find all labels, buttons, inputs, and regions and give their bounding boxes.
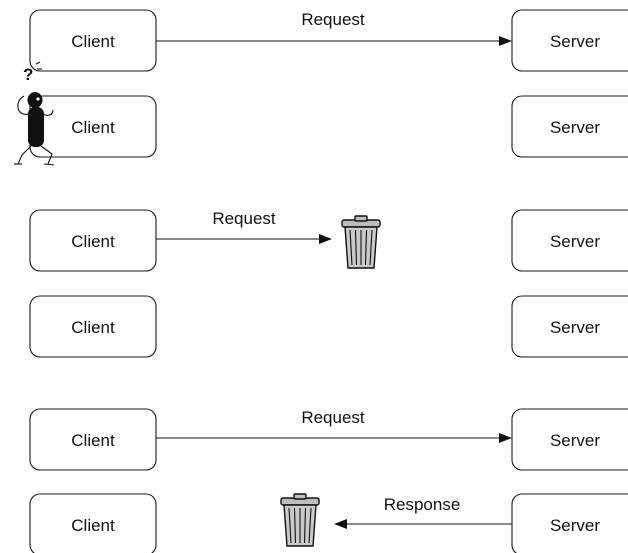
server-label: Server (550, 318, 600, 337)
trash-can-icon (280, 493, 320, 547)
response-arrow (334, 519, 512, 529)
trash-can-icon (341, 215, 381, 269)
request-label: Request (212, 209, 276, 228)
server-box-3a: Server (511, 408, 628, 471)
client-box-1b: Client (29, 95, 157, 158)
client-box-3b: Client (29, 493, 157, 553)
request-arrow-1 (156, 36, 512, 46)
server-label: Server (550, 118, 600, 137)
scenario-2: Client Server Request Client Server (29, 209, 628, 358)
server-label: Server (550, 516, 600, 535)
server-box-1a: Server (511, 9, 628, 72)
server-box-2a: Server (511, 209, 628, 272)
scenario-3: Client Server Request Client Server Resp… (29, 408, 628, 553)
server-box-1b: Server (511, 95, 628, 158)
request-arrow-3 (156, 433, 512, 443)
question-mark: ? (23, 65, 33, 84)
client-label: Client (71, 318, 115, 337)
server-box-2b: Server (511, 295, 628, 358)
client-box-2b: Client (29, 295, 157, 358)
server-label: Server (550, 431, 600, 450)
client-label: Client (71, 431, 115, 450)
server-label: Server (550, 232, 600, 251)
client-box-3a: Client (29, 408, 157, 471)
response-label: Response (384, 495, 461, 514)
client-box-2a: Client (29, 209, 157, 272)
request-label: Request (301, 408, 365, 427)
request-arrow-2 (156, 234, 332, 244)
request-label: Request (301, 10, 365, 29)
client-label: Client (71, 118, 115, 137)
confused-person-icon: ? (14, 61, 55, 166)
scenario-1: Client Server Request Client Server ? (14, 9, 628, 166)
client-box-1a: Client (29, 9, 157, 72)
client-label: Client (71, 516, 115, 535)
server-box-3b: Server (511, 493, 628, 553)
server-label: Server (550, 32, 600, 51)
client-label: Client (71, 32, 115, 51)
client-label: Client (71, 232, 115, 251)
